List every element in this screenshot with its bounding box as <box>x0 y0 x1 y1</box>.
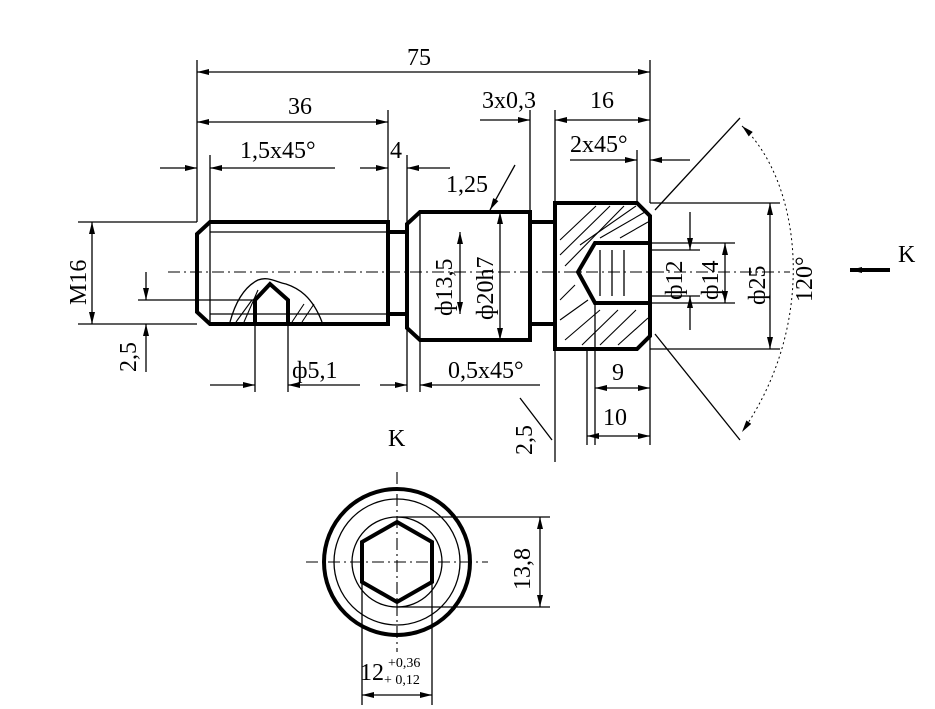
label-20h7: ф20h7 <box>473 256 499 320</box>
label-16: 16 <box>590 88 614 114</box>
head-outer-circle <box>322 487 472 637</box>
cone-line <box>654 117 741 211</box>
label-5-1: ф5,1 <box>292 358 338 384</box>
label-10: 10 <box>603 405 627 431</box>
label-36: 36 <box>288 94 312 120</box>
cone-line <box>654 333 741 441</box>
label-pitch: 1,25 <box>446 172 488 198</box>
label-9: 9 <box>612 360 624 386</box>
label-120: 120° <box>792 256 818 302</box>
neck <box>530 220 557 326</box>
label-14: ф14 <box>698 260 724 300</box>
pin-hole-hatching <box>235 289 315 323</box>
hex-socket <box>575 241 650 305</box>
pin-hole <box>253 281 290 324</box>
label-chamfer-1-5: 1,5x45° <box>240 138 316 164</box>
label-12: ф12 <box>662 260 688 300</box>
hex-socket-end <box>360 519 434 605</box>
label-2-5-pin: 2,5 <box>116 342 142 372</box>
label-13-8: 13,8 <box>510 548 536 590</box>
label-hex-12: 12 <box>360 660 384 686</box>
side-view: 75 36 1,5x45° 4 1,25 3x0,3 16 2x45° M16 … <box>66 45 916 462</box>
label-groove-4: 4 <box>390 138 402 164</box>
head-hatching <box>559 205 649 346</box>
view-k-title: K <box>388 426 406 452</box>
label-m16: M16 <box>66 260 92 305</box>
groove <box>388 230 409 316</box>
label-0-5x45: 0,5x45° <box>448 358 524 384</box>
chamfer-circle <box>333 498 461 626</box>
label-tol-lower: + 0,12 <box>384 673 420 688</box>
head <box>553 201 652 351</box>
neck-leader <box>519 397 553 441</box>
section-break <box>229 278 323 323</box>
label-view-k: K <box>898 242 916 268</box>
threaded-shank <box>195 220 390 326</box>
label-2-5-neck: 2,5 <box>512 425 538 455</box>
label-tol-upper: +0,36 <box>388 656 420 671</box>
view-k: K 13,8 12 +0,36 + 0,12 <box>306 426 550 705</box>
label-25: ф25 <box>745 265 771 305</box>
label-75: 75 <box>407 45 431 71</box>
label-3x0-3: 3x0,3 <box>482 88 536 114</box>
label-2x45: 2x45° <box>570 132 628 158</box>
label-13-5: ф13,5 <box>432 258 458 316</box>
shaft <box>405 210 532 342</box>
pitch-leader <box>489 164 516 211</box>
